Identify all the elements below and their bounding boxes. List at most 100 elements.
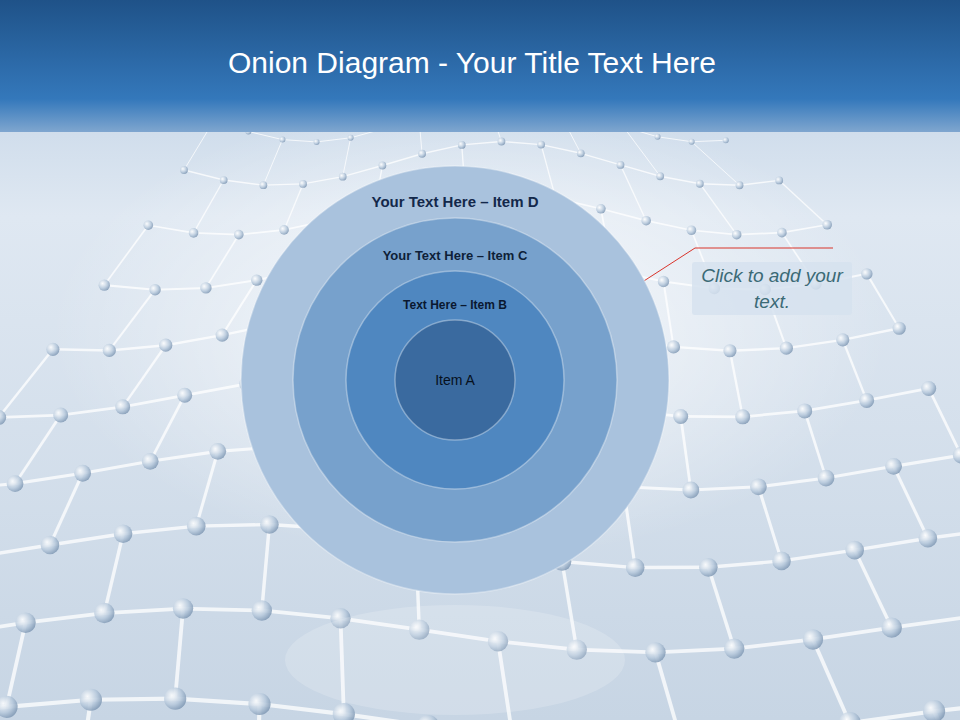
lattice-atom <box>537 141 545 149</box>
lattice-bond <box>166 335 222 345</box>
lattice-atom <box>682 482 699 499</box>
lattice-atom <box>259 181 267 189</box>
lattice-bond <box>109 290 155 351</box>
lattice-bond <box>123 526 196 534</box>
lattice-bond <box>343 138 351 177</box>
lattice-atom <box>803 629 823 649</box>
lattice-atom <box>645 642 665 662</box>
ring-circle <box>241 166 669 594</box>
lattice-bond <box>681 415 743 418</box>
lattice-atom <box>41 536 60 555</box>
lattice-bond <box>175 609 183 699</box>
lattice-bond <box>50 473 83 545</box>
lattice-atom <box>299 180 307 188</box>
lattice-atom <box>953 447 960 464</box>
lattice-bond <box>61 407 123 415</box>
lattice-bond <box>462 142 502 145</box>
lattice-atom <box>641 216 651 226</box>
lattice-bond <box>805 400 867 410</box>
lattice-atom <box>7 475 24 492</box>
lattice-bond <box>155 288 206 290</box>
lattice-atom <box>919 529 938 548</box>
lattice-bond <box>248 131 282 139</box>
lattice-bond <box>109 345 165 350</box>
lattice-bond <box>184 128 214 170</box>
lattice-bond <box>263 184 303 185</box>
lattice-bond <box>892 617 960 628</box>
lattice-bond <box>260 704 344 714</box>
lattice-atom <box>103 344 116 357</box>
lattice-atom <box>658 276 669 287</box>
lattice-atom <box>626 558 645 577</box>
lattice-atom <box>248 693 270 715</box>
lattice-atom <box>656 172 664 180</box>
lattice-atom <box>859 393 874 408</box>
label-holder: Click to add your text. <box>692 262 852 315</box>
lattice-bond <box>501 142 541 145</box>
lattice-atom <box>724 638 744 658</box>
lattice-bond <box>813 628 892 640</box>
lattice-atom <box>673 409 688 424</box>
lattice-bond <box>782 225 827 233</box>
lattice-bond <box>779 180 827 224</box>
lattice-bond <box>185 384 247 395</box>
lattice-atom <box>189 228 199 238</box>
lattice-atom <box>200 282 211 293</box>
lattice-bond <box>635 566 708 570</box>
lattice-atom <box>209 443 226 460</box>
onion-ring: Your Text Here – Item CText Here – Item … <box>292 217 618 543</box>
lattice-bond <box>104 534 123 613</box>
lattice-atom <box>143 220 153 230</box>
onion-ring: Your Text Here – Item DYour Text Here – … <box>240 165 670 595</box>
lattice-bond <box>83 461 151 473</box>
lattice-atom <box>177 388 192 403</box>
lattice-bond <box>623 128 660 176</box>
lattice-atom <box>279 225 289 235</box>
lattice-bond <box>0 349 53 417</box>
lattice-bond <box>655 652 681 720</box>
lattice-bond <box>422 145 462 154</box>
lattice-bond <box>691 487 759 490</box>
lattice-bond <box>184 170 224 180</box>
lattice-bond <box>53 349 109 350</box>
lattice-atom <box>74 465 91 482</box>
lattice-bond <box>646 221 691 231</box>
lattice-bond <box>786 340 842 348</box>
lattice-bond <box>700 184 737 235</box>
lattice-bond <box>692 140 726 141</box>
lattice-atom <box>220 176 228 184</box>
lattice-atom <box>775 176 783 184</box>
lattice-bond <box>344 714 428 720</box>
lattice-bond <box>194 180 224 233</box>
lattice-bond <box>0 415 61 417</box>
lattice-atom <box>836 333 849 346</box>
ring-label: Item A <box>435 372 475 388</box>
lattice-atom <box>53 408 68 423</box>
lattice-atom <box>893 322 906 335</box>
lattice-bond <box>691 230 736 234</box>
lattice-bond <box>737 233 782 235</box>
lattice-bond <box>867 388 929 400</box>
lattice-bond <box>743 411 805 417</box>
lattice-bond <box>855 550 892 628</box>
lattice-atom <box>251 274 262 285</box>
lattice-atom <box>417 715 439 720</box>
lattice-bond <box>104 285 155 290</box>
lattice-atom <box>418 150 426 158</box>
lattice-atom <box>216 329 229 342</box>
lattice-atom <box>655 134 661 140</box>
lattice-atom <box>777 228 787 238</box>
lattice-atom <box>348 135 354 141</box>
lattice-atom <box>839 712 861 720</box>
lattice-bond <box>601 209 646 221</box>
lattice-atom <box>861 268 872 279</box>
lattice-bond <box>282 140 316 142</box>
lattice-bond <box>681 416 691 490</box>
ring-label: Text Here – Item B <box>403 298 507 312</box>
lattice-atom <box>797 403 812 418</box>
lattice-bond <box>541 145 581 154</box>
lattice-atom <box>46 343 59 356</box>
lattice-bond <box>303 177 343 184</box>
